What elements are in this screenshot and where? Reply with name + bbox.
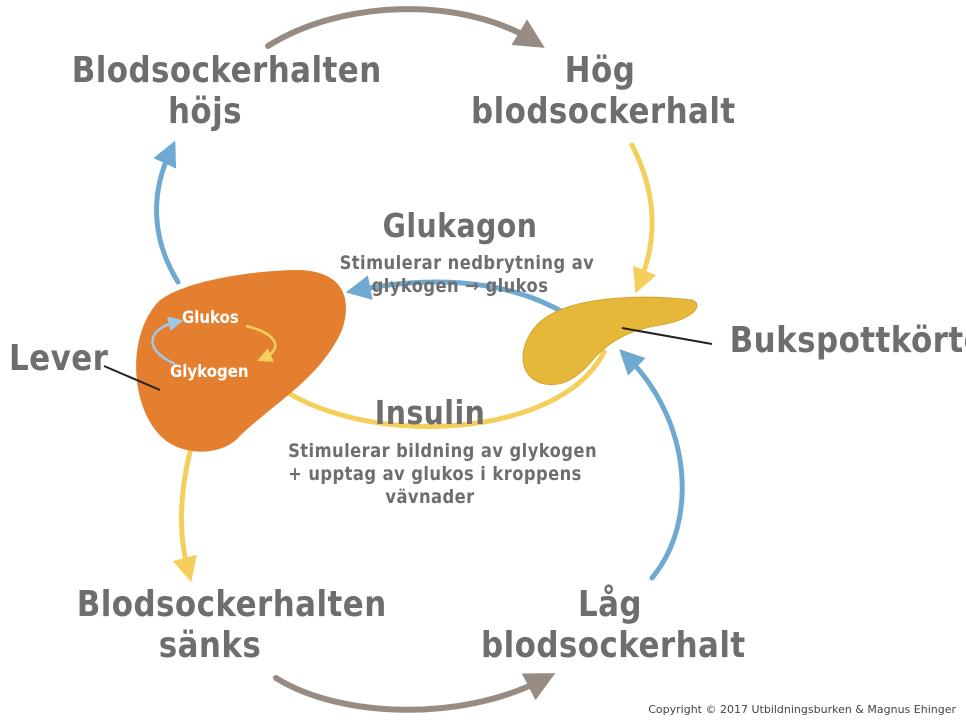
label-pancreas: Bukspottkörtel: [729, 320, 966, 361]
arrow-insulin: [262, 349, 607, 429]
arrow-glucose-to-glycogen: [245, 324, 277, 362]
insulin-desc: Stimulerar bildning av glykogen + upptag…: [288, 440, 598, 508]
pancreas-shape: [522, 296, 698, 386]
copyright-text: Copyright © 2017 Utbildningsburken & Mag…: [648, 703, 956, 716]
liver-glycogen-label: Glykogen: [170, 362, 249, 382]
arrow-high-to-pancreas: [629, 142, 657, 294]
label-lowered: Blodsockerhalten sänks: [76, 584, 387, 667]
label-raised: Blodsockerhalten höjs: [71, 50, 382, 133]
glucagon-desc: Stimulerar nedbrytning av glykogen → glu…: [339, 252, 595, 297]
label-liver: Lever: [9, 338, 109, 379]
arrow-low-to-pancreas: [619, 349, 685, 581]
liver-shape: [136, 270, 346, 452]
liver-glucose-label: Glukos: [182, 308, 239, 328]
pancreas-pointer-line: [621, 327, 713, 345]
arrow-liver-to-lowered: [172, 449, 197, 583]
arrow-liver-to-raised: [153, 140, 181, 285]
insulin-title: Insulin: [374, 393, 486, 432]
glucagon-title: Glukagon: [382, 206, 538, 245]
arrow-bottom-gray: [273, 673, 556, 713]
liver-pointer-line: [103, 365, 161, 391]
label-low: Låg blodsockerhalt: [481, 584, 746, 667]
arrow-top-gray: [265, 6, 545, 49]
arrow-glucagon: [345, 275, 569, 317]
arrow-glycogen-to-glucose: [151, 316, 184, 366]
label-high: Hög blodsockerhalt: [471, 50, 736, 133]
